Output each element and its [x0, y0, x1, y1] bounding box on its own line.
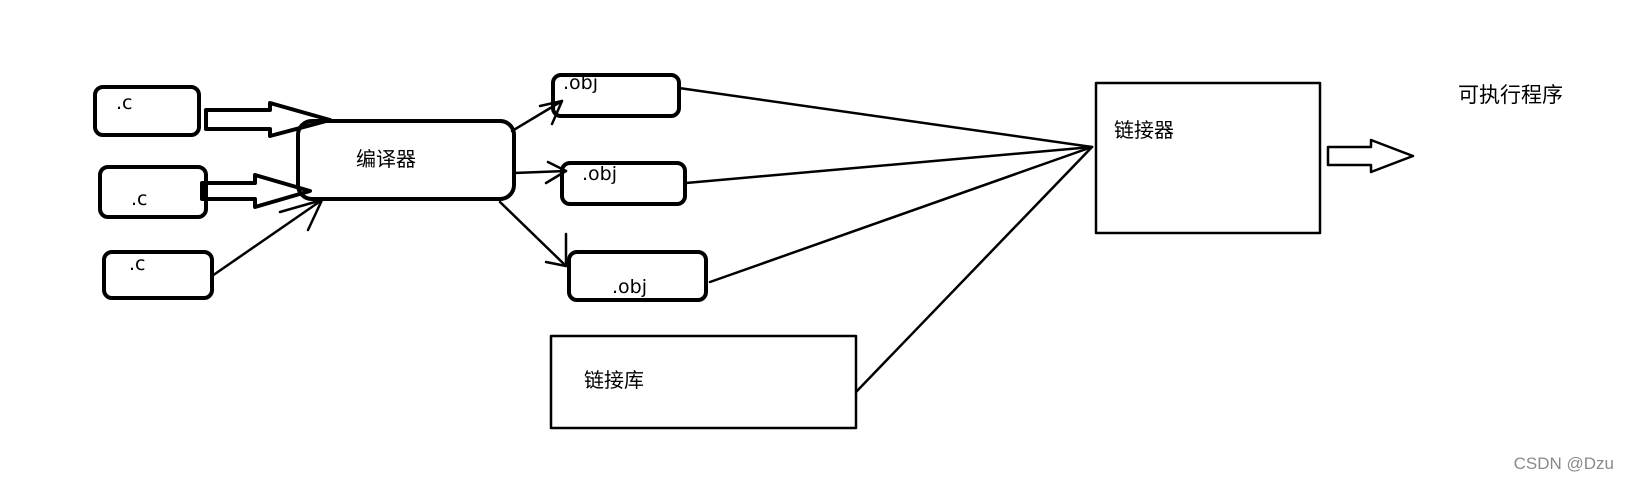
obj-box-3 [567, 250, 708, 302]
source-box-1 [93, 85, 201, 137]
library-box [549, 334, 858, 430]
obj-2-to-linker [684, 145, 1094, 185]
output-label: 可执行程序 [1458, 83, 1563, 107]
compile-arrowhead-1 [538, 99, 564, 126]
obj-label-1: .obj [563, 72, 599, 94]
linker-box [1094, 81, 1322, 235]
source-3-link [210, 198, 324, 278]
library-label: 链接库 [584, 368, 644, 392]
compile-arrowhead-3 [544, 232, 568, 268]
source-box-2 [98, 165, 208, 219]
source-label-2: .c [131, 188, 148, 210]
compile-arrowhead-2 [544, 160, 568, 185]
source-box-3 [102, 250, 214, 300]
obj-label-2: .obj [582, 163, 618, 185]
obj-3-to-linker [708, 145, 1094, 284]
source-label-3: .c [129, 253, 146, 275]
compile-arrow-2 [512, 169, 568, 175]
compiler-box [296, 119, 516, 201]
obj-box-2 [560, 161, 687, 206]
output-arrow [1326, 138, 1415, 174]
compiler-label: 编译器 [356, 147, 416, 171]
obj-label-3: .obj [612, 276, 648, 298]
source-1-arrow [204, 101, 332, 138]
compile-arrow-3 [498, 200, 568, 268]
linker-label: 链接器 [1114, 118, 1174, 142]
obj-box-1 [551, 73, 681, 118]
source-3-arrowhead [278, 198, 324, 232]
obj-1-to-linker [677, 86, 1094, 149]
source-2-arrow [200, 173, 312, 209]
library-to-linker [854, 145, 1094, 394]
watermark: CSDN @Dzu [1513, 454, 1614, 473]
source-label-1: .c [116, 92, 133, 114]
